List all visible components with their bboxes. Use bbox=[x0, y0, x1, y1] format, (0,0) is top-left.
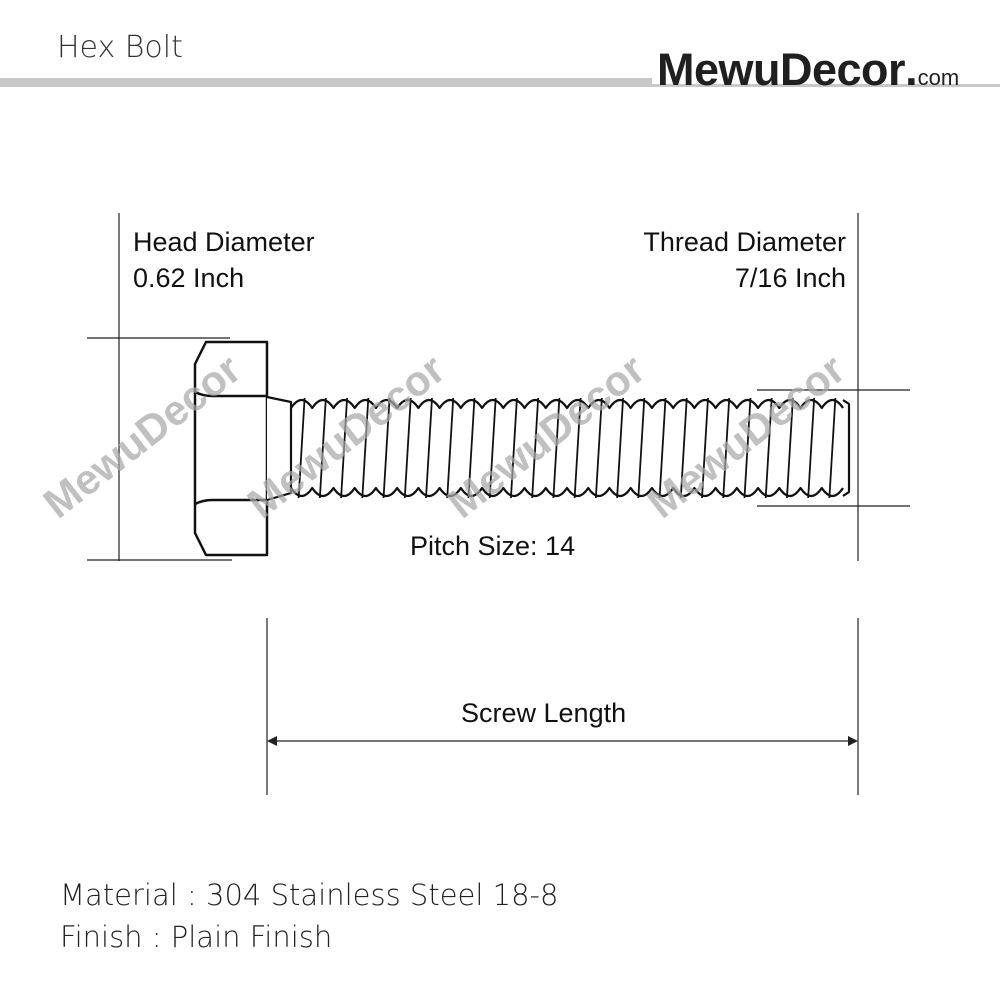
thread-line bbox=[510, 397, 518, 499]
thread-line bbox=[722, 397, 731, 499]
bolt-tip bbox=[842, 399, 851, 497]
thread-line bbox=[594, 397, 603, 499]
head-diameter-label: Head Diameter 0.62 Inch bbox=[133, 224, 315, 296]
thread-line bbox=[573, 397, 582, 499]
thread-line bbox=[701, 397, 709, 499]
thread-line bbox=[446, 397, 455, 499]
thread-diameter-label: Thread Diameter 7/16 Inch bbox=[643, 224, 846, 296]
thread-top-profile bbox=[290, 398, 844, 410]
header-rule-thin bbox=[652, 84, 1000, 87]
watermarks: MewuDecor MewuDecor MewuDecor MewuDecor bbox=[35, 345, 854, 527]
thread-line bbox=[637, 397, 646, 499]
head-diameter-value: 0.62 Inch bbox=[133, 263, 245, 293]
thread-line bbox=[488, 397, 497, 499]
thread-line bbox=[658, 397, 667, 499]
material-spec: Material : 304 Stainless Steel 18-8 bbox=[60, 878, 559, 912]
pitch-size-label: Pitch Size: 14 bbox=[410, 531, 576, 561]
hex-head-lower-facet bbox=[194, 498, 267, 506]
finish-spec: Finish : Plain Finish bbox=[60, 920, 333, 954]
page-title: Hex Bolt bbox=[57, 30, 183, 65]
brand-logo: MewuDecor.com bbox=[657, 44, 959, 96]
thread-line bbox=[807, 397, 816, 499]
thread-line bbox=[340, 397, 348, 499]
thread-line bbox=[531, 397, 540, 499]
thread-line bbox=[382, 397, 391, 499]
screw-length-label: Screw Length bbox=[461, 698, 627, 728]
head-diameter-title: Head Diameter bbox=[133, 227, 315, 257]
thread-line bbox=[828, 397, 837, 499]
thread-line bbox=[318, 397, 327, 499]
thread-line bbox=[616, 397, 624, 499]
thread-line bbox=[764, 397, 773, 499]
thread-line bbox=[361, 397, 370, 499]
thread-helix-lines bbox=[297, 397, 837, 499]
thread-line bbox=[467, 397, 476, 499]
brand-tld: com bbox=[917, 65, 960, 90]
threaded-shank bbox=[266, 395, 851, 502]
header-rule bbox=[0, 78, 652, 87]
thread-line bbox=[743, 397, 752, 499]
thread-diameter-title: Thread Diameter bbox=[643, 227, 846, 257]
thread-bottom-profile bbox=[290, 486, 844, 498]
thread-line bbox=[425, 397, 433, 499]
thread-line bbox=[552, 397, 561, 499]
thread-line bbox=[679, 397, 688, 499]
thread-diameter-value: 7/16 Inch bbox=[734, 263, 846, 293]
length-arrow-left bbox=[267, 736, 277, 746]
length-arrow-right bbox=[848, 736, 858, 746]
thread-line bbox=[786, 397, 794, 499]
brand-name: MewuDecor bbox=[657, 44, 906, 95]
thread-line bbox=[403, 397, 412, 499]
shank-neck bbox=[266, 395, 293, 502]
thread-line bbox=[297, 397, 306, 499]
watermark-4: MewuDecor bbox=[639, 345, 854, 527]
brand-dot: . bbox=[905, 44, 918, 95]
hex-head-upper-facet bbox=[194, 390, 267, 398]
arrow-heads bbox=[267, 736, 858, 746]
dimension-lines bbox=[87, 213, 910, 795]
hex-head bbox=[193, 340, 269, 557]
